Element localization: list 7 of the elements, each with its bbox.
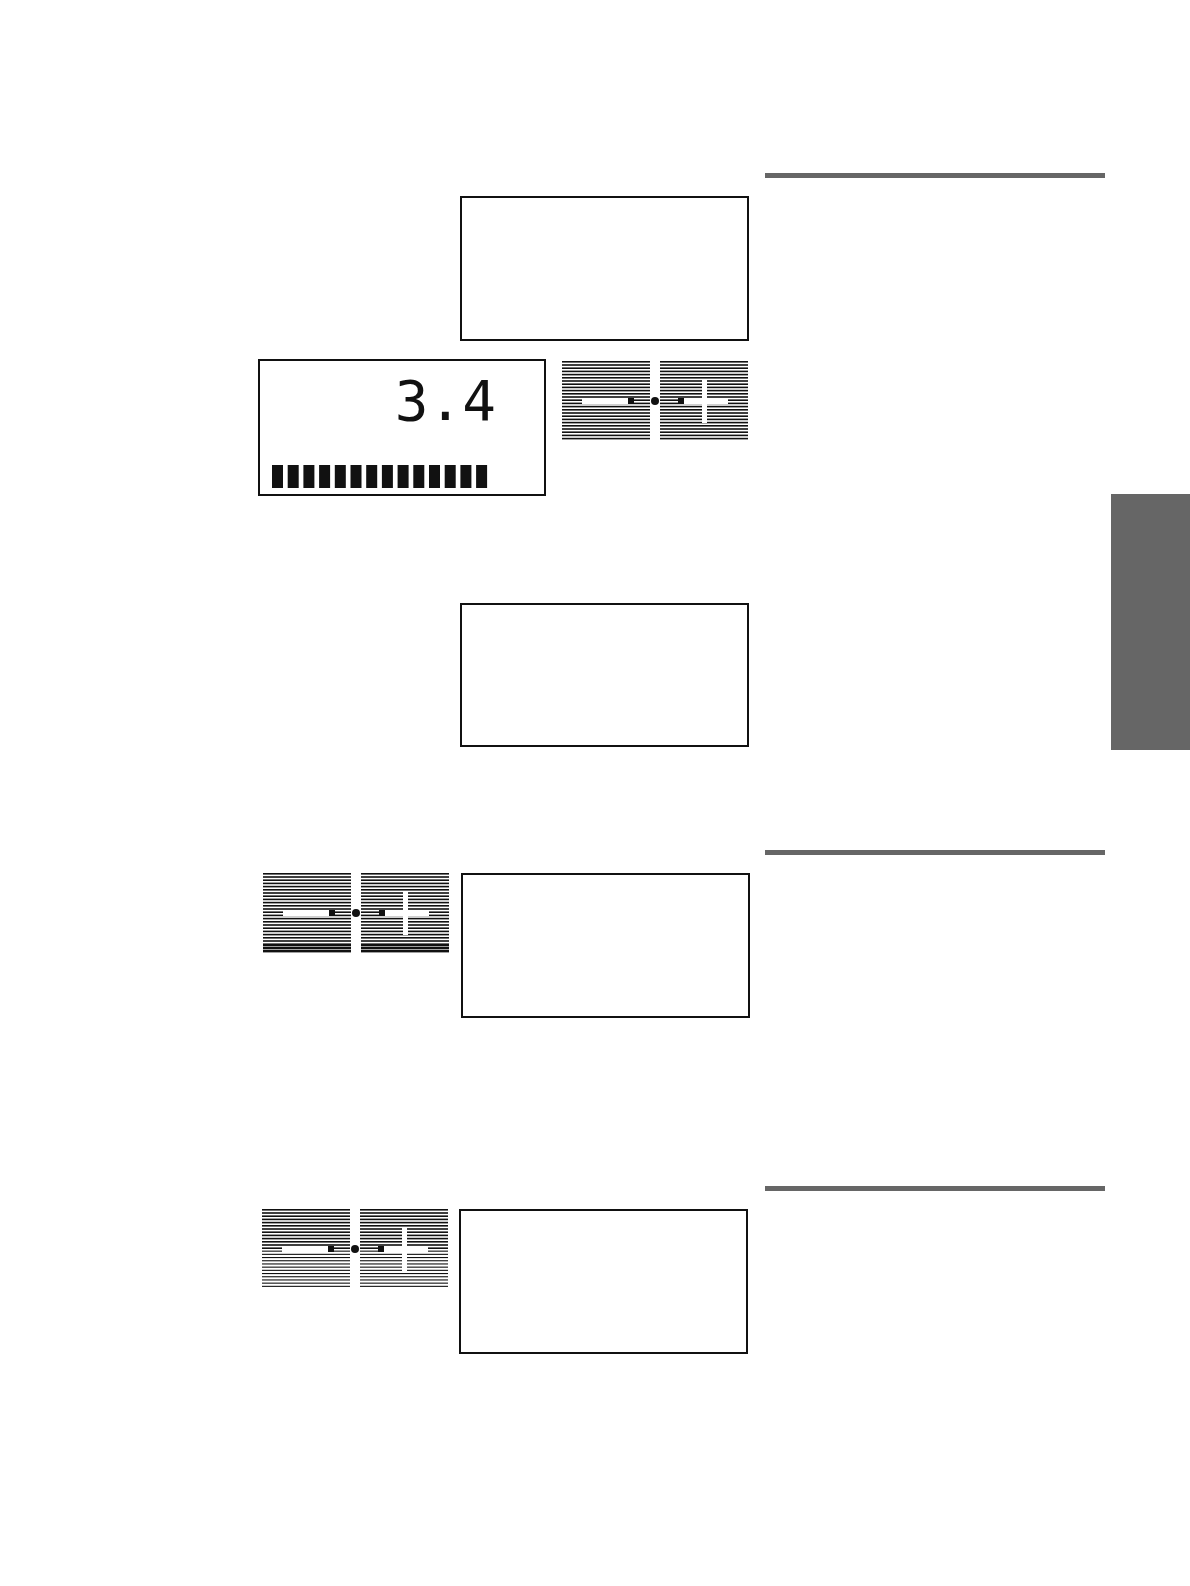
empty-display-box (460, 603, 749, 747)
side-tab (1111, 494, 1190, 750)
empty-display-box (459, 1209, 748, 1354)
lcd-display (258, 359, 546, 496)
empty-display-box (460, 196, 749, 341)
display-reading: 3.4 (394, 371, 496, 431)
empty-display-box (461, 873, 750, 1018)
